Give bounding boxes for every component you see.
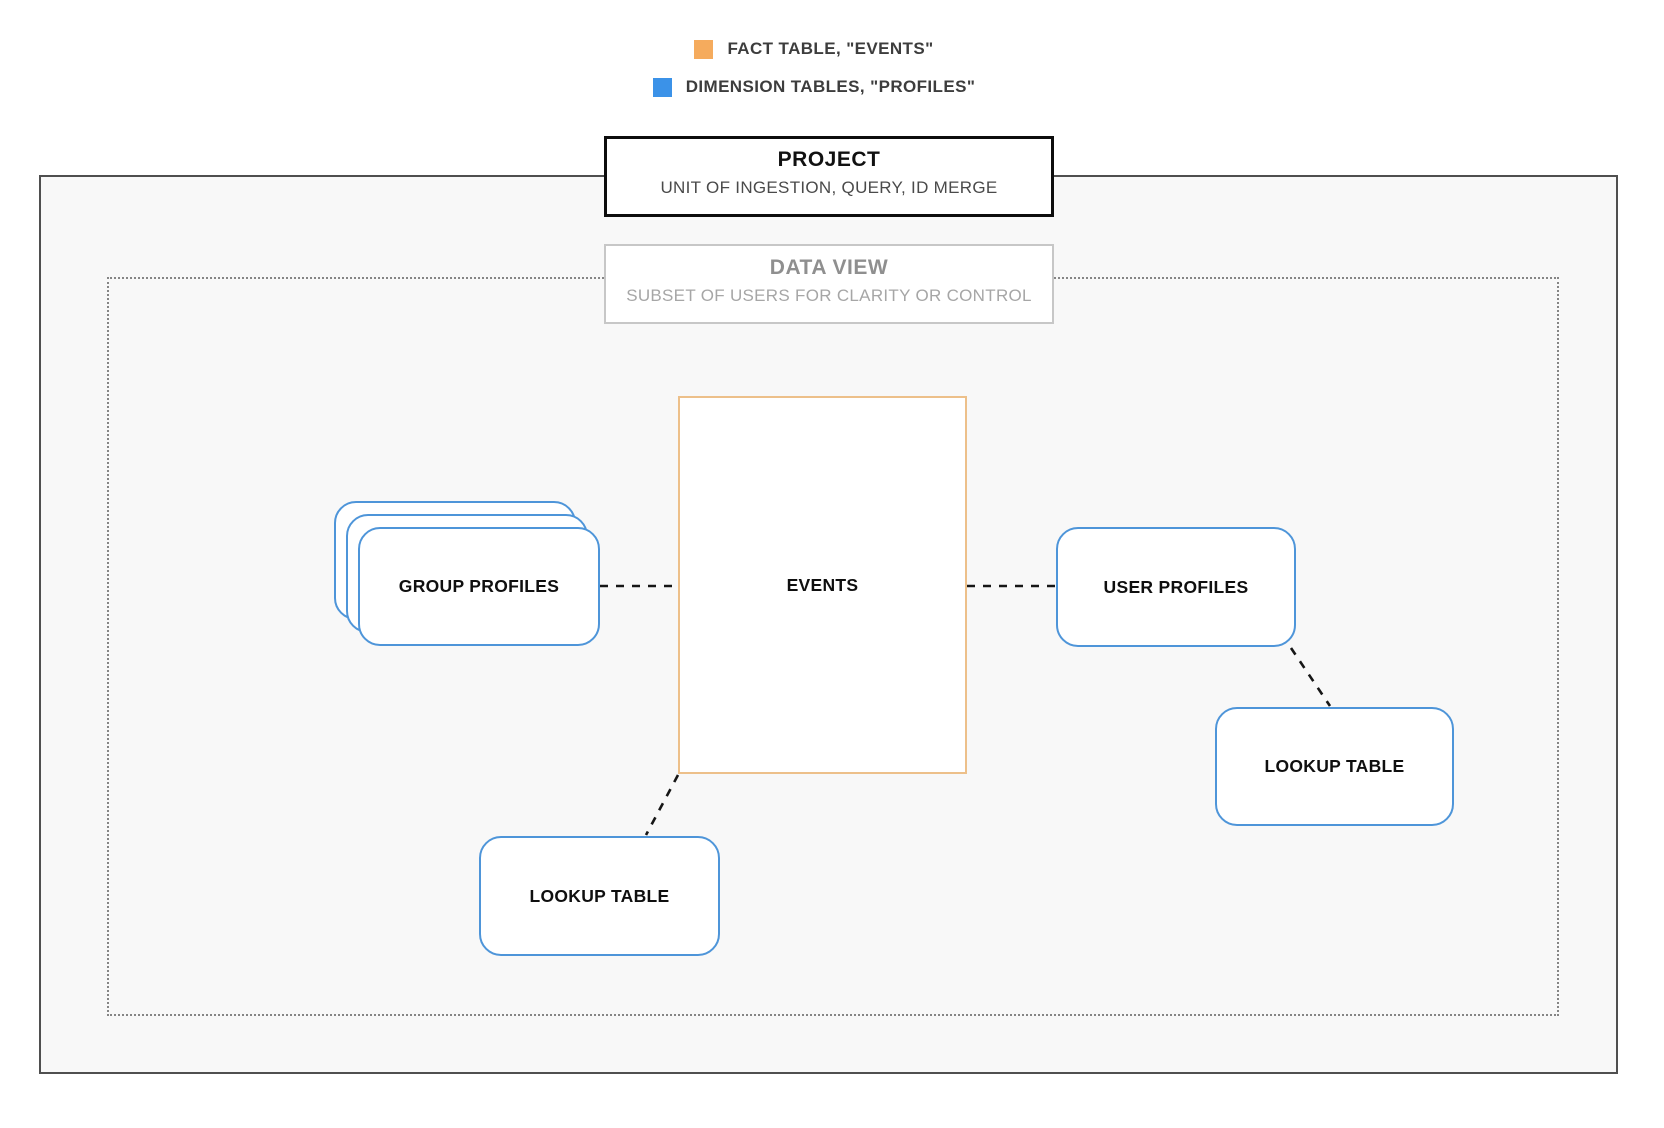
dimension-table-swatch-icon bbox=[652, 77, 672, 97]
node-events: EVENTS bbox=[678, 396, 967, 774]
node-user-profiles: USER PROFILES bbox=[1056, 527, 1296, 647]
data-view-header-box: DATA VIEW SUBSET OF USERS FOR CLARITY OR… bbox=[604, 244, 1054, 324]
node-lookup-table-right: LOOKUP TABLE bbox=[1215, 707, 1454, 826]
data-view-subtitle: SUBSET OF USERS FOR CLARITY OR CONTROL bbox=[626, 286, 1032, 305]
project-title: PROJECT bbox=[777, 148, 881, 171]
node-group-profiles: GROUP PROFILES bbox=[334, 501, 600, 647]
project-subtitle: UNIT OF INGESTION, QUERY, ID MERGE bbox=[660, 178, 998, 197]
fact-table-swatch-icon bbox=[694, 39, 714, 59]
legend: FACT TABLE, "EVENTS" DIMENSION TABLES, "… bbox=[0, 39, 1646, 97]
project-header-box: PROJECT UNIT OF INGESTION, QUERY, ID MER… bbox=[604, 136, 1054, 217]
node-user-profiles-label: USER PROFILES bbox=[1103, 576, 1249, 597]
legend-label-dimension-tables: DIMENSION TABLES, "PROFILES" bbox=[685, 77, 976, 96]
node-group-profiles-label: GROUP PROFILES bbox=[398, 576, 560, 596]
legend-item-fact-table: FACT TABLE, "EVENTS" bbox=[694, 39, 933, 59]
node-lookup-table-bottom: LOOKUP TABLE bbox=[479, 836, 720, 956]
legend-item-dimension-tables: DIMENSION TABLES, "PROFILES" bbox=[652, 77, 976, 97]
group-profiles-card-front: GROUP PROFILES bbox=[358, 527, 600, 646]
data-view-title: DATA VIEW bbox=[769, 256, 889, 279]
node-events-label: EVENTS bbox=[786, 574, 859, 595]
node-lookup-table-bottom-label: LOOKUP TABLE bbox=[529, 885, 670, 906]
node-lookup-table-right-label: LOOKUP TABLE bbox=[1264, 756, 1405, 776]
legend-label-fact-table: FACT TABLE, "EVENTS" bbox=[727, 39, 934, 58]
